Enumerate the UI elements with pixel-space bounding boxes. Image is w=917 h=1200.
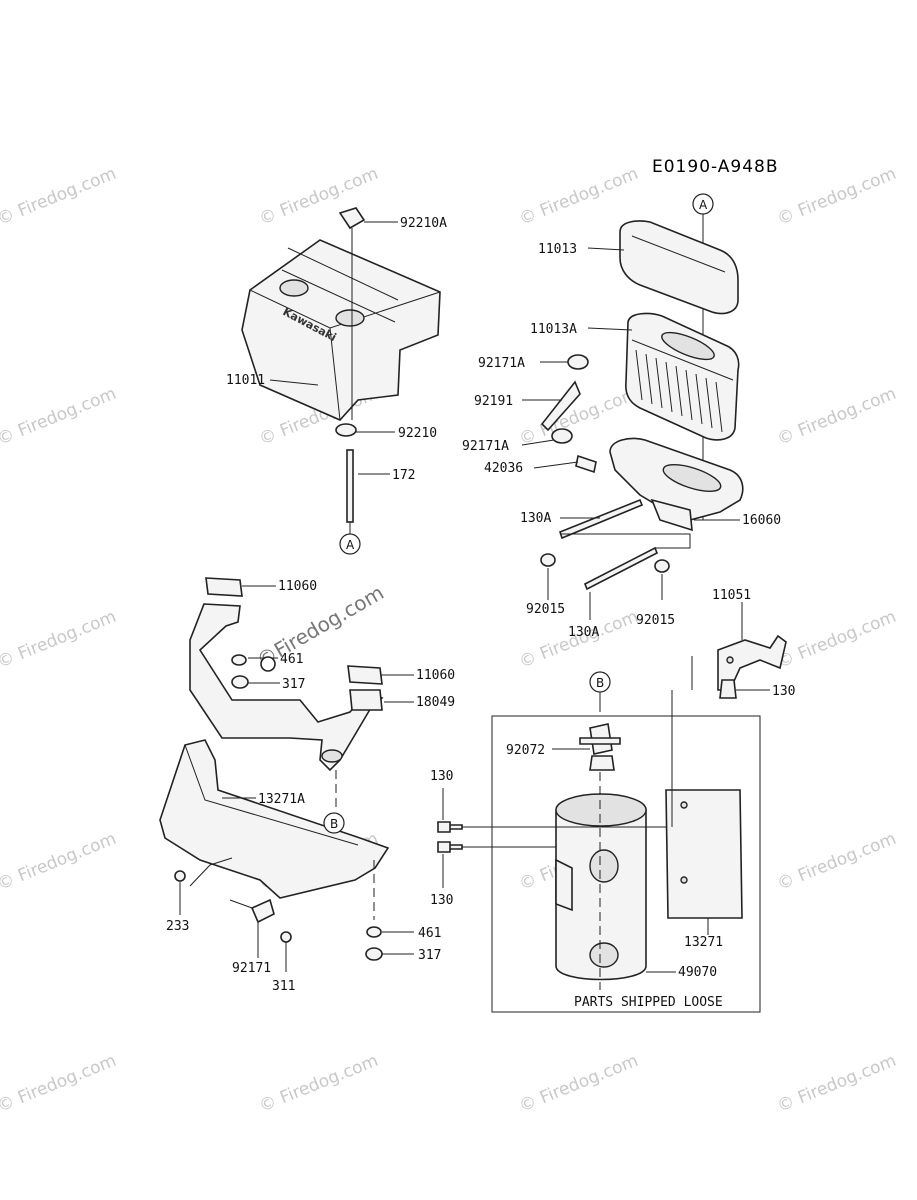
label-317-bottom: 317 (418, 948, 441, 963)
nut (231, 675, 249, 689)
filter-base (609, 437, 744, 532)
bolt (559, 498, 644, 540)
label-92171A-top: 92171A (478, 356, 525, 371)
watermarks: © Firedog.com © Firedog.com © Firedog.co… (0, 164, 899, 1117)
heat-shield (159, 739, 390, 899)
label-130A-bottom: 130A (568, 625, 599, 640)
muffler-clamp (579, 723, 621, 771)
svg-text:B: B (596, 676, 604, 690)
bolt (437, 821, 463, 833)
fitting (575, 454, 597, 474)
label-92171: 92171 (232, 961, 271, 976)
muffler-shield (665, 789, 743, 919)
nut (365, 947, 383, 961)
spring-washer (366, 926, 382, 938)
label-13271A: 13271A (258, 792, 305, 807)
bolt (583, 546, 659, 591)
svg-text:A: A (346, 538, 355, 552)
ref-marker-a-top: A (692, 193, 714, 215)
label-49070: 49070 (678, 965, 717, 980)
label-92191: 92191 (474, 394, 513, 409)
stud (346, 449, 354, 523)
exhaust-pipe (189, 603, 384, 772)
gasket (347, 665, 383, 685)
label-11013: 11013 (538, 242, 577, 257)
label-18049: 18049 (416, 695, 455, 710)
label-16060: 16060 (742, 513, 781, 528)
nut (540, 553, 556, 567)
hose-clamp (551, 428, 573, 444)
watermark: © Firedog.com (774, 607, 899, 673)
ref-marker-b: B (323, 812, 345, 834)
pre-cleaner (619, 220, 739, 315)
watermark: © Firedog.com (0, 384, 119, 450)
breather-hose (540, 380, 581, 432)
watermark: © Firedog.com (256, 1051, 381, 1117)
label-92171A-bottom: 92171A (462, 439, 509, 454)
nut (654, 559, 670, 573)
watermark: © Firedog.com (516, 1051, 641, 1117)
ref-marker-b-top: B (589, 671, 611, 693)
label-233: 233 (166, 919, 189, 934)
label-11011: 11011 (226, 373, 265, 388)
ref-marker-a: A (339, 533, 361, 555)
label-130A-top: 130A (520, 511, 551, 526)
bolt-233 (174, 870, 186, 882)
label-172: 172 (392, 468, 415, 483)
watermark: © Firedog.com (0, 164, 119, 230)
watermark: © Firedog.com (0, 607, 119, 673)
label-92072: 92072 (506, 743, 545, 758)
muffler (555, 793, 647, 981)
svg-text:A: A (699, 198, 708, 212)
clip (250, 898, 275, 924)
label-130-right: 130 (772, 684, 795, 699)
watermark: © Firedog.com (0, 829, 119, 895)
label-461-bottom: 461 (418, 926, 441, 941)
bolt (437, 841, 463, 853)
label-92015-right: 92015 (636, 613, 675, 628)
watermark: © Firedog.com (516, 164, 641, 230)
bolt (719, 679, 737, 699)
watermark: © Firedog.com (0, 1051, 119, 1117)
label-92210A: 92210A (400, 216, 447, 231)
clamp (335, 423, 357, 437)
spring-washer (231, 654, 247, 666)
label-11051: 11051 (712, 588, 751, 603)
label-92015-left: 92015 (526, 602, 565, 617)
label-42036: 42036 (484, 461, 523, 476)
box-caption: PARTS SHIPPED LOOSE (574, 995, 723, 1010)
label-130-lower: 130 (430, 893, 453, 908)
engine-cover: Kawasaki (241, 207, 441, 421)
diagram-code: E0190-A948B (652, 157, 779, 177)
label-11060-mid: 11060 (416, 668, 455, 683)
parts-shipped-loose-box (491, 715, 761, 1013)
part-labels: 92210A 11011 92210 172 11013 11013A 9217… (166, 216, 795, 994)
watermark: © Firedog.com (774, 164, 899, 230)
label-11060-top: 11060 (278, 579, 317, 594)
watermark: © Firedog.com (774, 384, 899, 450)
label-130-upper: 130 (430, 769, 453, 784)
label-461-top: 461 (280, 652, 303, 667)
hose-clamp (567, 354, 589, 370)
svg-text:B: B (330, 817, 338, 831)
watermark: © Firedog.com (774, 1051, 899, 1117)
filter-element (625, 312, 740, 441)
label-92210: 92210 (398, 426, 437, 441)
label-311: 311 (272, 979, 295, 994)
label-317-top: 317 (282, 677, 305, 692)
label-11013A: 11013A (530, 322, 577, 337)
watermark: © Firedog.com (774, 829, 899, 895)
nut-311 (280, 931, 292, 943)
gasket (205, 577, 243, 597)
label-13271: 13271 (684, 935, 723, 950)
